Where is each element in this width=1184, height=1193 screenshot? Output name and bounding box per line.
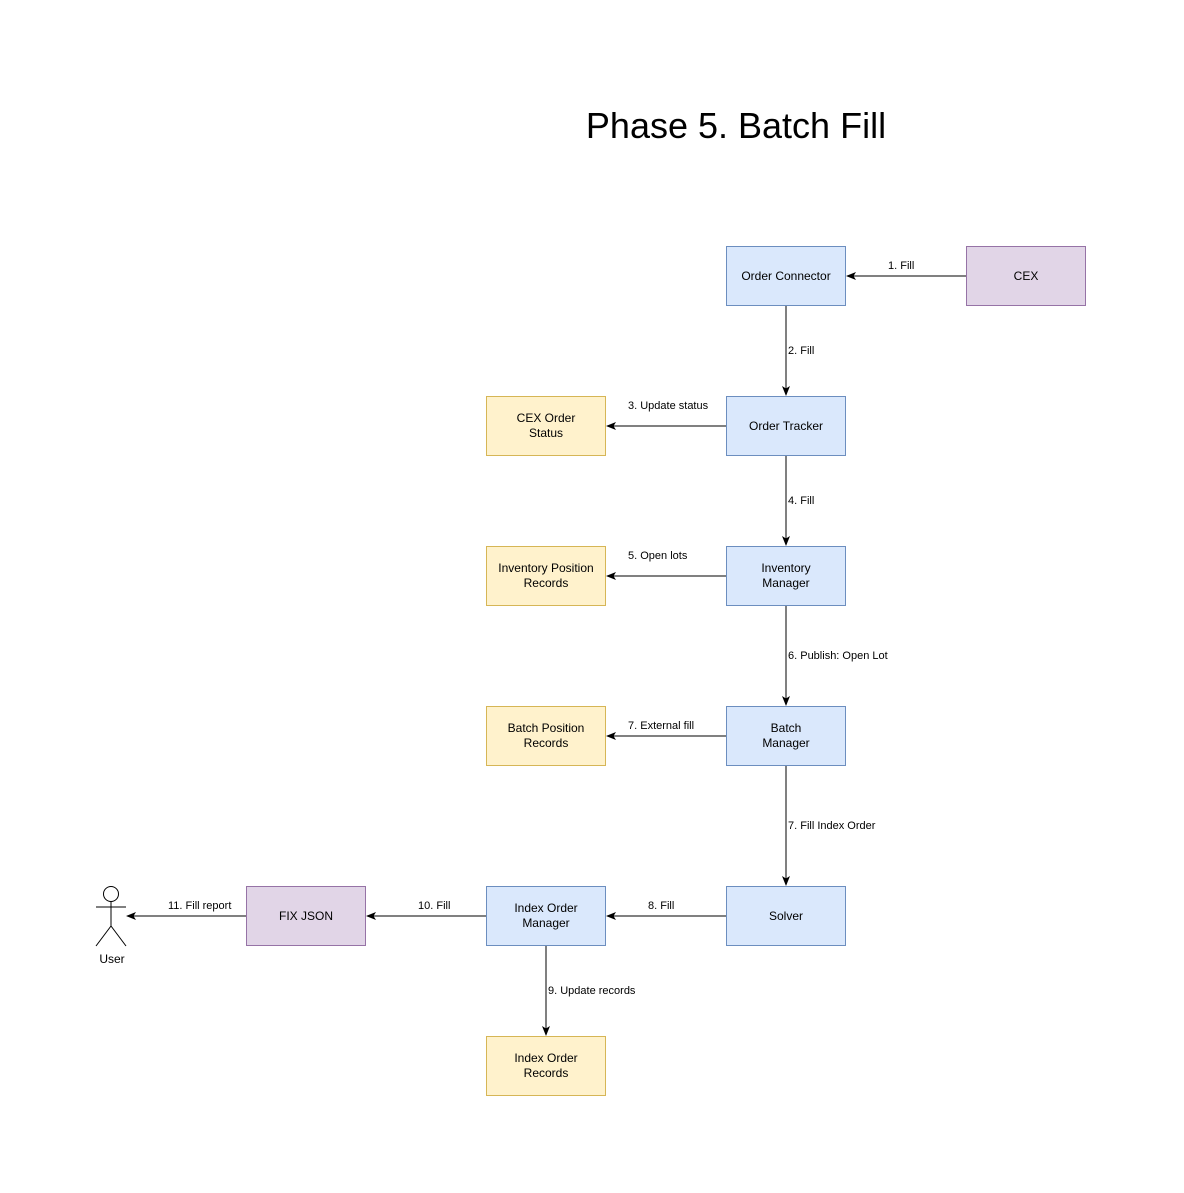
order-connector-node[interactable]: Order Connector — [726, 246, 846, 306]
inventory-manager-node[interactable]: Inventory Manager — [726, 546, 846, 606]
batch-position-records-node[interactable]: Batch Position Records — [486, 706, 606, 766]
order-tracker-node[interactable]: Order Tracker — [726, 396, 846, 456]
edge-label-5: 5. Open lots — [628, 550, 688, 562]
user-actor-label: User — [99, 952, 125, 966]
cex-order-status-node[interactable]: CEX Order Status — [486, 396, 606, 456]
edge-label-7a: 7. External fill — [628, 720, 695, 732]
fix-json-node[interactable]: FIX JSON — [246, 886, 366, 946]
edge-label-6: 6. Publish: Open Lot — [788, 650, 888, 662]
edge-label-2: 2. Fill — [788, 345, 815, 357]
solver-node[interactable]: Solver — [726, 886, 846, 946]
edge-label-11: 11. Fill report — [168, 900, 232, 912]
edge-label-1: 1. Fill — [888, 260, 915, 272]
inventory-position-records-node[interactable]: Inventory Position Records — [486, 546, 606, 606]
edge-label-4: 4. Fill — [788, 495, 815, 507]
index-order-manager-node[interactable]: Index Order Manager — [486, 886, 606, 946]
edge-label-3: 3. Update status — [628, 400, 709, 412]
cex-node[interactable]: CEX — [966, 246, 1086, 306]
edge-label-10: 10. Fill — [418, 900, 451, 912]
user-actor-icon — [95, 886, 127, 947]
batch-manager-node[interactable]: Batch Manager — [726, 706, 846, 766]
edge-label-7b: 7. Fill Index Order — [788, 820, 876, 832]
edge-label-8: 8. Fill — [648, 900, 675, 912]
edge-label-9: 9. Update records — [548, 985, 636, 997]
diagram-title: Phase 5. Batch Fill — [585, 105, 887, 146]
index-order-records-node[interactable]: Index Order Records — [486, 1036, 606, 1096]
